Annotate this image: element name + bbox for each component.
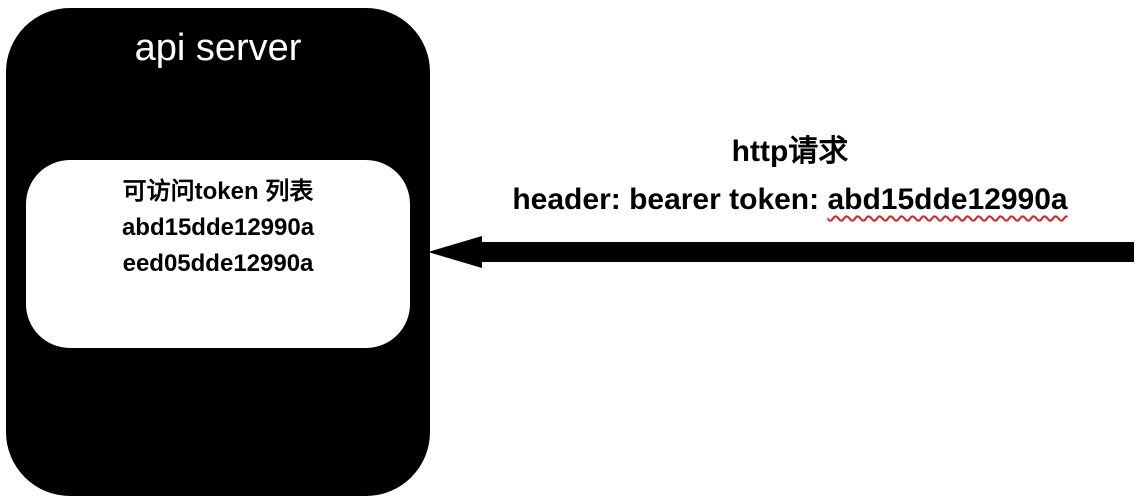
arrow-shaft	[472, 242, 1134, 262]
token-list-item: eed05dde12990a	[122, 250, 314, 277]
token-list-item: abd15dde12990a	[121, 214, 315, 241]
header-label: header: bearer token:	[512, 183, 828, 216]
http-request-header-line: header: bearer token: abd15dde12990a	[440, 176, 1140, 224]
header-token-value: abd15dde12990a	[827, 183, 1068, 216]
api-server-box: api server 可访问token 列表 abd15dde12990a ee…	[6, 8, 430, 496]
http-request-label: http请求 header: bearer token: abd15dde129…	[440, 128, 1140, 224]
token-list-heading: 可访问token 列表	[122, 178, 314, 205]
token-list-lines: 可访问token 列表 abd15dde12990a eed05dde12990…	[26, 174, 410, 282]
api-server-title: api server	[134, 27, 302, 69]
http-request-title: http请求	[731, 135, 849, 168]
arrow-head	[428, 236, 482, 268]
token-list-panel: 可访问token 列表 abd15dde12990a eed05dde12990…	[26, 160, 410, 348]
